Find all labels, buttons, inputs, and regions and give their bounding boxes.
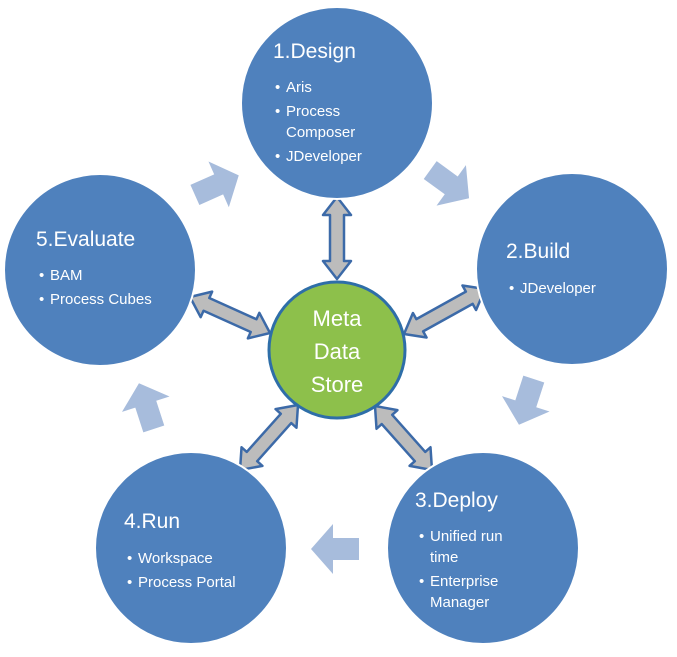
bullet-icon: •	[275, 79, 280, 96]
bullet-icon: •	[127, 574, 132, 591]
stage-circle	[240, 6, 434, 200]
center-label-line: Data	[314, 339, 361, 364]
cycle-arrow-run-to-evaluate	[121, 383, 170, 433]
bullet-icon: •	[39, 291, 44, 308]
stage-circle	[3, 173, 197, 367]
stage-title: 5.Evaluate	[36, 228, 135, 251]
stage-title: 1.Design	[273, 40, 356, 63]
stage-item: Process	[286, 103, 340, 120]
bullet-icon: •	[127, 550, 132, 567]
link-arrow-evaluate	[188, 290, 272, 340]
bullet-icon: •	[275, 148, 280, 165]
stage-item: JDeveloper	[520, 280, 596, 297]
stage-item: Composer	[286, 124, 355, 141]
cycle-arrow-design-to-build	[423, 161, 470, 206]
stage-item: JDeveloper	[286, 148, 362, 165]
stage-run: 4.Run • Workspace • Process Portal	[94, 451, 288, 645]
center-label-line: Meta	[313, 306, 363, 331]
cycle-arrows	[121, 161, 550, 574]
center-label-line: Store	[311, 372, 364, 397]
stage-item: time	[430, 549, 458, 566]
cycle-arrow-evaluate-to-design	[190, 161, 239, 208]
bullet-icon: •	[419, 573, 424, 590]
stage-item: Process Cubes	[50, 291, 152, 308]
stage-deploy: 3.Deploy • Unified run time • EnterpriseManag…	[386, 451, 580, 645]
stage-item: Unified run	[430, 528, 503, 545]
bullet-icon: •	[39, 267, 44, 284]
bullet-icon: •	[275, 103, 280, 120]
stage-evaluate: 5.Evaluate • BAM • Process Cubes	[3, 173, 197, 367]
cycle-arrow-deploy-to-run	[311, 524, 359, 574]
stage-title: 2.Build	[506, 240, 570, 263]
stage-circle	[386, 451, 580, 645]
stage-build: 2.Build • JDeveloper	[475, 172, 669, 366]
stage-title: 3.Deploy	[415, 489, 498, 512]
stage-item: BAM	[50, 267, 83, 284]
stage-item: Process Portal	[138, 574, 236, 591]
stage-circle	[94, 451, 288, 645]
stage-item: Enterprise	[430, 573, 498, 590]
bullet-icon: •	[419, 528, 424, 545]
link-arrow-design	[321, 195, 353, 281]
stage-title: 4.Run	[124, 510, 180, 533]
stage-item: Workspace	[138, 550, 213, 567]
cycle-arrow-build-to-deploy	[501, 375, 550, 425]
bullet-icon: •	[509, 280, 514, 297]
stage-item: Aris	[286, 79, 312, 96]
center-circle	[267, 280, 407, 420]
stage-circle	[475, 172, 669, 366]
stage-item: Manager	[430, 594, 489, 611]
